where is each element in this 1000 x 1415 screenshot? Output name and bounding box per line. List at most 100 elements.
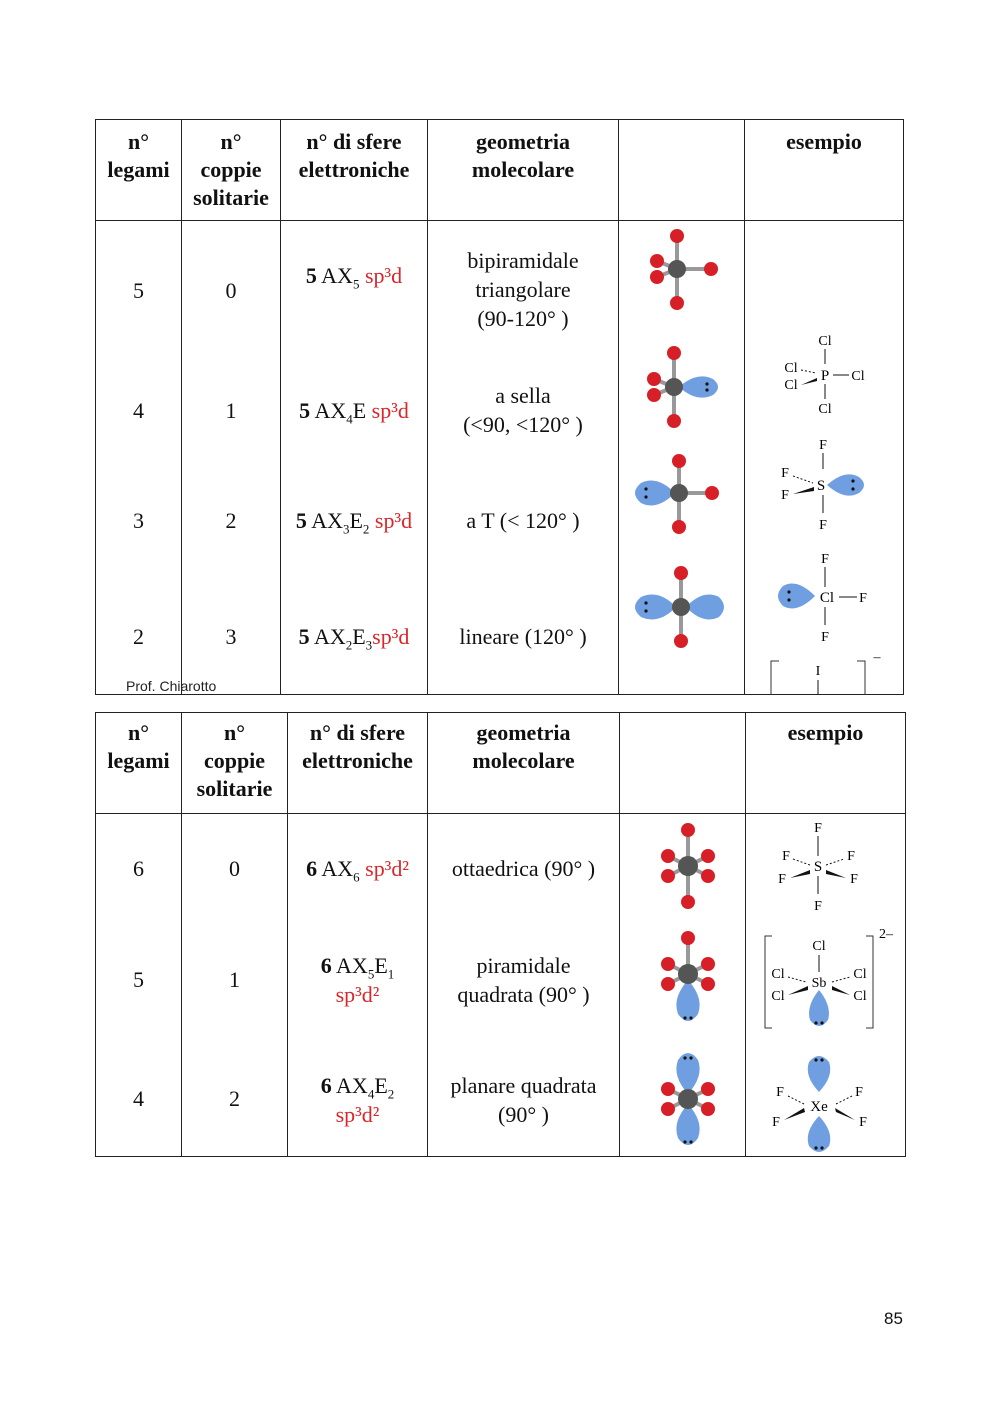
svg-text:–: –: [873, 650, 882, 665]
svg-text:F: F: [776, 1085, 784, 1100]
xef4-structure-icon: Xe F F F F: [772, 1056, 867, 1152]
svg-text:Cl: Cl: [771, 989, 784, 1004]
svg-text:F: F: [847, 849, 855, 864]
header-n-bonds: n°legami: [95, 119, 182, 221]
svg-text:Cl: Cl: [853, 967, 866, 982]
clf3-structure-icon: F Cl F F: [778, 552, 867, 645]
column-model: [618, 220, 745, 695]
svg-text:F: F: [781, 488, 789, 503]
svg-text:I: I: [816, 664, 821, 679]
svg-text:Cl: Cl: [784, 378, 797, 393]
formula-cell: 6 AX4E2 sp³d²: [320, 1073, 395, 1127]
formula-cell: 5 AX5 sp³d: [305, 262, 403, 291]
column-n-bonds: 5 4 3 2: [95, 220, 182, 695]
sf4-structure-icon: F S F F F: [781, 438, 864, 533]
column-n-spheres: 6 AX6 sp³d² 6 AX5E1 sp³d² 6 AX4E2 sp³d²: [287, 813, 428, 1157]
example-structures-sp3d: Cl P Cl Cl Cl Cl F: [770, 334, 882, 695]
trigonal-bipyramidal-model-icon: [635, 229, 724, 648]
table-cell: 1: [229, 966, 240, 992]
header-n-bonds: n°legami: [95, 712, 182, 814]
header-model: [618, 119, 745, 221]
svg-text:F: F: [859, 591, 867, 606]
svg-text:Cl: Cl: [853, 989, 866, 1004]
geometry-cell: a T (< 120° ): [466, 507, 580, 533]
column-n-lone-pairs: 0 1 2: [181, 813, 288, 1157]
geometry-cell: ottaedrica (90° ): [451, 855, 596, 881]
svg-text:Cl: Cl: [851, 369, 864, 384]
table-cell: 2: [225, 507, 237, 533]
svg-text:Cl: Cl: [818, 334, 831, 349]
svg-text:P: P: [821, 368, 829, 384]
octahedral-model-icon: [661, 823, 715, 1145]
svg-text:F: F: [819, 518, 827, 533]
geometry-cell: lineare (120° ): [459, 623, 587, 649]
table-cell: 3: [133, 507, 144, 533]
header-model: [619, 712, 746, 814]
table-cell: 3: [225, 623, 237, 649]
geometry-cell: planare quadrata(90° ): [450, 1073, 597, 1127]
pcl5-structure-icon: Cl P Cl Cl Cl Cl: [784, 334, 864, 417]
table-cell: 5: [133, 966, 144, 992]
i3-structure-icon: – I I I: [770, 650, 882, 695]
formula-cell: 6 AX6 sp³d²: [306, 855, 409, 884]
svg-text:F: F: [819, 438, 827, 453]
example-structures-sp3d2: F S F F F F F: [764, 821, 894, 1152]
column-n-spheres: 5 AX5 sp³d 5 AX4E sp³d 5 AX3E2 sp³d 5 AX…: [280, 220, 428, 695]
svg-text:Cl: Cl: [812, 939, 825, 954]
svg-text:F: F: [814, 899, 822, 914]
svg-text:F: F: [821, 552, 829, 567]
column-model: [619, 813, 746, 1157]
sbcl5-structure-icon: 2– Cl Sb Cl Cl Cl Cl: [764, 927, 894, 1029]
table-cell: 0: [229, 855, 240, 881]
sf6-structure-icon: F S F F F F F: [778, 821, 858, 914]
author-credit: Prof. Chiarotto: [126, 678, 217, 694]
svg-text:F: F: [778, 872, 786, 887]
column-example: Cl P Cl Cl Cl Cl F: [744, 220, 904, 695]
svg-text:Sb: Sb: [812, 976, 827, 991]
table-cell: 4: [133, 1085, 144, 1111]
svg-text:Cl: Cl: [771, 967, 784, 982]
column-example: F S F F F F F: [745, 813, 906, 1157]
table-cell: 4: [133, 397, 144, 423]
svg-text:Cl: Cl: [818, 402, 831, 417]
svg-text:F: F: [855, 1085, 863, 1100]
svg-text:F: F: [782, 849, 790, 864]
svg-text:F: F: [821, 630, 829, 645]
table-cell: 1: [225, 397, 237, 423]
geometry-cell: a sella(<90, <120° ): [463, 383, 583, 437]
svg-text:F: F: [850, 872, 858, 887]
formula-cell: 5 AX3E2 sp³d: [295, 507, 413, 536]
table-cell: 2: [133, 623, 144, 649]
svg-text:2–: 2–: [879, 927, 894, 942]
svg-text:Cl: Cl: [784, 361, 797, 376]
formula-cell: 6 AX5E1 sp³d²: [320, 953, 395, 1007]
header-example: esempio: [744, 119, 904, 221]
svg-text:S: S: [817, 478, 825, 494]
table-cell: 6: [133, 855, 144, 881]
svg-text:Cl: Cl: [820, 590, 834, 606]
svg-text:F: F: [772, 1115, 780, 1130]
header-example: esempio: [745, 712, 906, 814]
svg-text:F: F: [859, 1115, 867, 1130]
page-number: 85: [884, 1309, 903, 1328]
svg-text:F: F: [814, 821, 822, 836]
table-cell: 2: [229, 1085, 240, 1111]
table-cell: 0: [225, 277, 237, 303]
formula-cell: 5 AX2E3sp³d: [298, 623, 410, 652]
svg-text:S: S: [814, 859, 822, 875]
formula-cell: 5 AX4E sp³d: [299, 397, 409, 426]
column-n-bonds: 6 5 4: [95, 813, 182, 1157]
svg-text:Xe: Xe: [810, 1099, 828, 1115]
table-cell: 5: [133, 277, 144, 303]
